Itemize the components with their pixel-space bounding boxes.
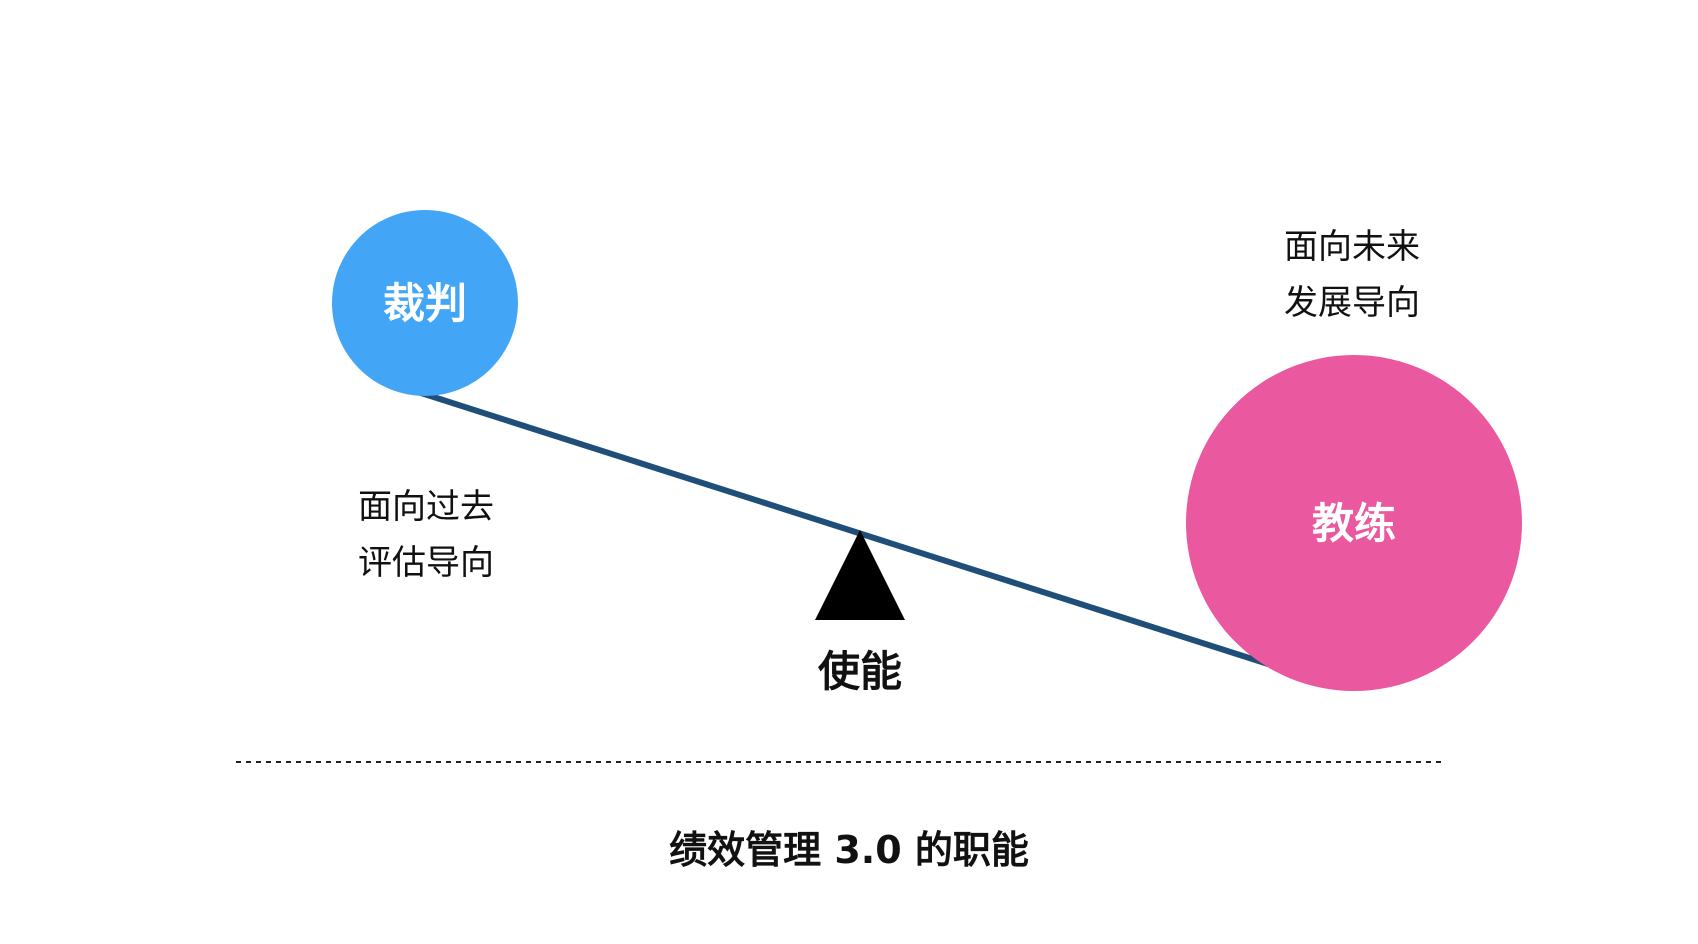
diagram-caption: 绩效管理 3.0 的职能 bbox=[669, 828, 1029, 872]
right-note-line1: 面向未来 bbox=[1284, 227, 1420, 267]
left-node: 裁判 bbox=[332, 210, 518, 396]
fulcrum-label: 使能 bbox=[818, 647, 902, 696]
left-node-label: 裁判 bbox=[383, 279, 467, 328]
right-note: 面向未来 发展导向 bbox=[1284, 227, 1420, 323]
right-note-line2: 发展导向 bbox=[1284, 283, 1420, 323]
left-note-line2: 评估导向 bbox=[358, 543, 494, 583]
left-note-line1: 面向过去 bbox=[358, 487, 494, 527]
right-node-label: 教练 bbox=[1312, 499, 1396, 548]
right-node-circle bbox=[1186, 355, 1522, 691]
seesaw-beam bbox=[415, 389, 1271, 667]
right-node: 教练 bbox=[1186, 355, 1522, 691]
fulcrum-triangle bbox=[815, 530, 905, 620]
left-note: 面向过去 评估导向 bbox=[358, 487, 494, 583]
left-node-circle bbox=[332, 210, 518, 396]
